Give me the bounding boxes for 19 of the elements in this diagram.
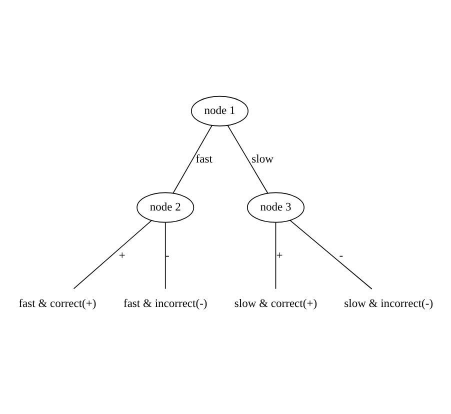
node-ellipse: node 2 <box>136 192 194 222</box>
connector <box>172 124 212 194</box>
node-ellipse: node 1 <box>191 95 248 126</box>
edge-label: slow <box>252 152 274 165</box>
connector <box>275 222 276 289</box>
connector <box>227 124 268 194</box>
edge-label: fast <box>196 152 212 165</box>
node-text: slow & correct(+) <box>234 297 318 310</box>
node-text: slow & incorrect(-) <box>344 297 434 310</box>
connector <box>73 220 152 289</box>
edge-label: + <box>276 249 283 262</box>
connector <box>290 219 372 289</box>
node-text: fast & correct(+) <box>18 297 96 310</box>
connector <box>164 222 166 289</box>
node-ellipse: node 3 <box>247 192 304 222</box>
edge-label: - <box>339 249 344 262</box>
node-text: fast & incorrect(-) <box>123 297 208 310</box>
edge-label: + <box>118 249 126 262</box>
edge-label: - <box>166 249 170 262</box>
